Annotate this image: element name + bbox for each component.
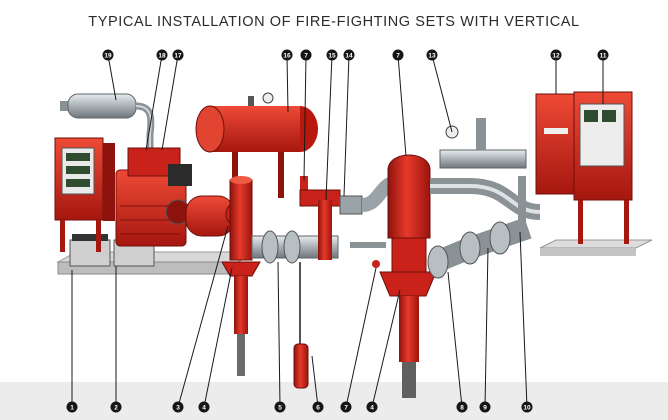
callout-badge: 16	[282, 50, 293, 61]
callout-badge: 14	[344, 50, 355, 61]
callout-leader-line	[312, 356, 318, 407]
callout-number: 18	[158, 52, 166, 59]
callout-badge: 5	[275, 402, 286, 413]
electric-control-panel	[536, 92, 652, 256]
discharge-pipework-left	[252, 182, 398, 263]
callout-badge: 8	[457, 402, 468, 413]
callout-leader-line	[520, 232, 527, 407]
callout-badge: 3	[173, 402, 184, 413]
callout-number: 12	[552, 52, 560, 59]
callout-number: 4	[202, 404, 206, 411]
callout-badge: 1	[67, 402, 78, 413]
callout-leader-line	[287, 55, 288, 112]
callout-badge: 17	[173, 50, 184, 61]
callout-number: 16	[283, 52, 291, 59]
callout-badge: 9	[480, 402, 491, 413]
diesel-engine	[116, 148, 192, 246]
callout-number: 7	[304, 52, 308, 59]
callout-leader-line	[485, 248, 488, 407]
callout-leader-line	[326, 55, 332, 200]
callout-number: 9	[483, 404, 487, 411]
callout-leader-line	[448, 272, 462, 407]
callout-badge: 7	[301, 50, 312, 61]
vertical-pump-main	[380, 155, 436, 398]
callout-leader-line	[204, 268, 232, 407]
callout-number: 17	[174, 52, 182, 59]
callout-badge: 7	[393, 50, 404, 61]
callout-number: 15	[328, 52, 336, 59]
callout-number: 8	[460, 404, 464, 411]
fuel-tank	[196, 93, 318, 206]
callout-leader-line	[432, 55, 452, 132]
callout-leader-line	[346, 268, 376, 407]
callout-number: 3	[176, 404, 180, 411]
callout-number: 2	[114, 404, 118, 411]
callout-number: 6	[316, 404, 320, 411]
callout-number: 5	[278, 404, 282, 411]
callout-leader-line	[162, 55, 178, 150]
callout-badge: 4	[367, 402, 378, 413]
callout-number: 7	[344, 404, 348, 411]
callout-number: 10	[523, 404, 531, 411]
callout-number: 1	[70, 404, 74, 411]
callout-badge: 11	[598, 50, 609, 61]
callout-badge: 19	[103, 50, 114, 61]
jockey-pump	[294, 242, 386, 388]
callout-badge: 7	[341, 402, 352, 413]
callout-leader-line	[398, 55, 406, 156]
callout-leader-line	[108, 55, 116, 100]
callout-number: 13	[428, 52, 436, 59]
callout-badge: 2	[111, 402, 122, 413]
callout-number: 7	[396, 52, 400, 59]
callout-badge: 15	[327, 50, 338, 61]
callout-badge: 12	[551, 50, 562, 61]
callout-number: 14	[345, 52, 353, 59]
callout-badge: 13	[427, 50, 438, 61]
callout-leader-line	[372, 290, 400, 407]
callout-leader-line	[146, 55, 162, 150]
callout-badge: 18	[157, 50, 168, 61]
callout-badge: 10	[522, 402, 533, 413]
callout-number: 4	[370, 404, 374, 411]
callout-leader-line	[278, 262, 280, 407]
callout-leader-line	[344, 55, 349, 196]
callout-badge: 6	[313, 402, 324, 413]
callout-number: 19	[104, 52, 112, 59]
callout-number: 11	[600, 52, 607, 59]
callout-badge: 4	[199, 402, 210, 413]
